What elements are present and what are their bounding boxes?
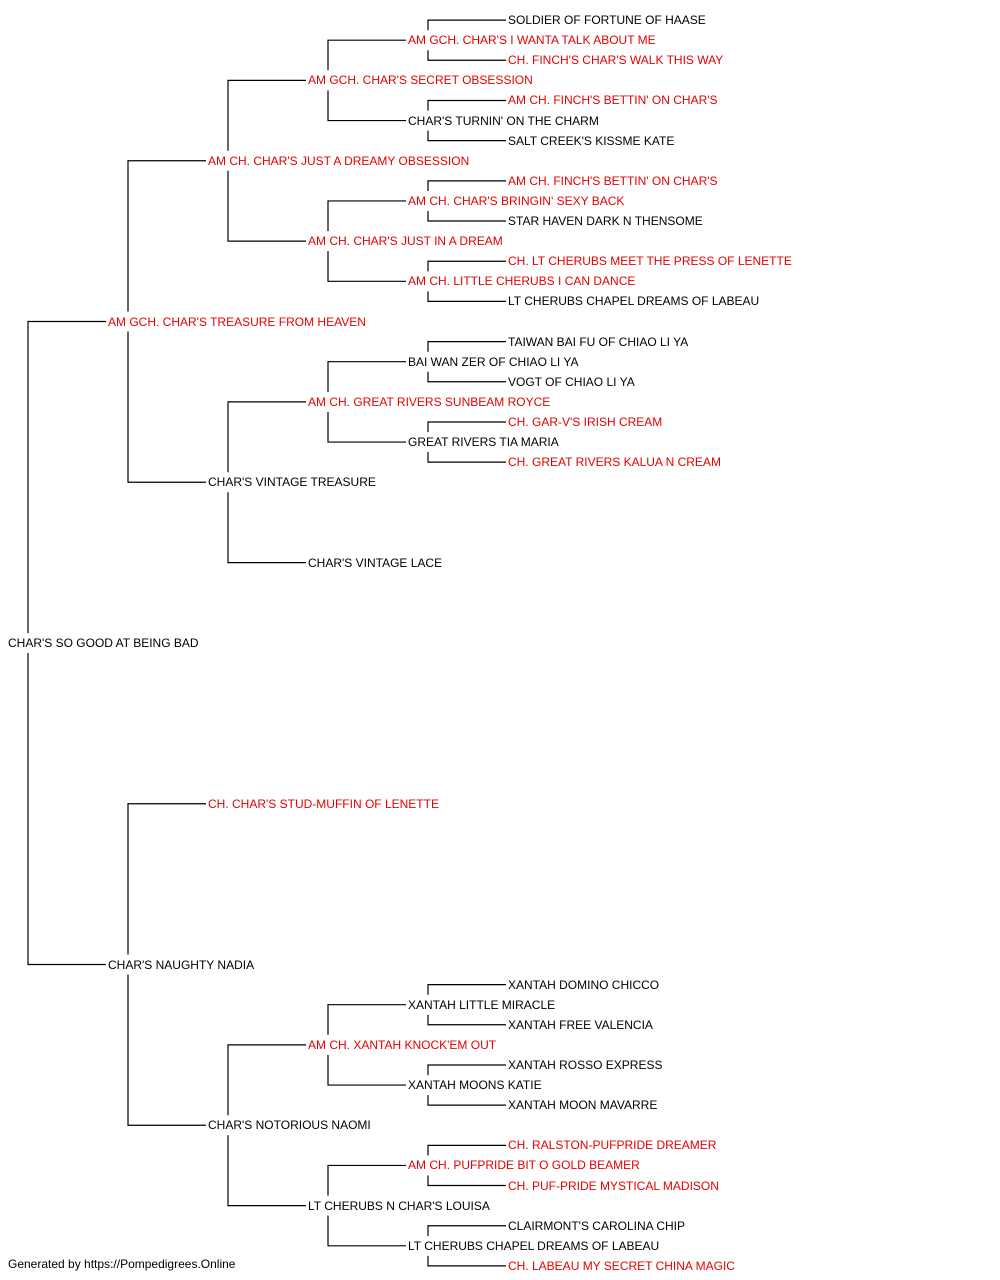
pedigree-entry-ch-lt-cherubs-meet-the-press-of-lenette: CH. LT CHERUBS MEET THE PRESS OF LENETTE: [508, 254, 794, 269]
pedigree-entry-am-ch-little-cherubs-i-can-dance: AM CH. LITTLE CHERUBS I CAN DANCE: [408, 274, 638, 289]
connector-line: [427, 421, 506, 433]
pedigree-entry-soldier-of-fortune-of-haase: SOLDIER OF FORTUNE OF HAASE: [508, 13, 708, 28]
pedigree-entry-am-ch-char-s-just-in-a-dream: AM CH. CHAR'S JUST IN A DREAM: [308, 234, 505, 249]
connector-line: [427, 452, 506, 463]
connector-line: [427, 180, 506, 191]
connector-line: [127, 160, 206, 312]
pedigree-entry-xantah-moon-mavarre: XANTAH MOON MAVARRE: [508, 1098, 660, 1113]
connector-line: [327, 39, 406, 71]
pedigree-entry-am-ch-char-s-bringin-sexy-back: AM CH. CHAR'S BRINGIN' SEXY BACK: [408, 193, 627, 208]
pedigree-entry-char-s-notorious-naomi: CHAR'S NOTORIOUS NAOMI: [208, 1118, 373, 1133]
pedigree-entry-xantah-free-valencia: XANTAH FREE VALENCIA: [508, 1017, 655, 1032]
pedigree-entry-salt-creek-s-kissme-kate: SALT CREEK'S KISSME KATE: [508, 133, 677, 148]
connector-line: [327, 90, 406, 122]
pedigree-entry-taiwan-bai-fu-of-chiao-li-ya: TAIWAN BAI FU OF CHIAO LI YA: [508, 334, 691, 349]
connector-line: [427, 371, 506, 383]
pedigree-entry-ch-finch-s-char-s-walk-this-way: CH. FINCH'S CHAR'S WALK THIS WAY: [508, 53, 726, 68]
pedigree-entry-lt-cherubs-chapel-dreams-of-labeau: LT CHERUBS CHAPEL DREAMS OF LABEAU: [408, 1238, 662, 1253]
pedigree-entry-char-s-naughty-nadia: CHAR'S NAUGHTY NADIA: [108, 957, 257, 972]
connector-line: [127, 974, 206, 1126]
pedigree-entry-great-rivers-tia-maria: GREAT RIVERS TIA MARIA: [408, 435, 561, 450]
connector-line: [327, 361, 406, 392]
pedigree-entry-clairmont-s-carolina-chip: CLAIRMONT'S CAROLINA CHIP: [508, 1218, 687, 1233]
connector-line: [427, 1095, 506, 1106]
pedigree-entry-am-ch-finch-s-bettin-on-char-s: AM CH. FINCH'S BETTIN' ON CHAR'S: [508, 173, 720, 188]
pedigree-entry-ch-great-rivers-kalua-n-cream: CH. GREAT RIVERS KALUA N CREAM: [508, 455, 723, 470]
pedigree-entry-am-ch-finch-s-bettin-on-char-s: AM CH. FINCH'S BETTIN' ON CHAR'S: [508, 93, 720, 108]
connector-line: [427, 291, 506, 303]
connector-line: [427, 130, 506, 142]
connector-line: [427, 50, 506, 61]
pedigree-entry-xantah-rosso-express: XANTAH ROSSO EXPRESS: [508, 1057, 665, 1072]
connector-line: [327, 200, 406, 232]
pedigree-entry-lt-cherubs-n-char-s-louisa: LT CHERUBS N CHAR'S LOUISA: [308, 1198, 492, 1213]
pedigree-entry-char-s-so-good-at-being-bad: CHAR'S SO GOOD AT BEING BAD: [8, 636, 201, 650]
pedigree-entry-am-ch-xantah-knock-em-out: AM CH. XANTAH KNOCK'EM OUT: [308, 1037, 499, 1052]
connector-line: [427, 19, 506, 31]
pedigree-entry-am-gch-char-s-treasure-from-heaven: AM GCH. CHAR'S TREASURE FROM HEAVEN: [108, 314, 368, 329]
connector-line: [327, 1164, 406, 1196]
connector-line: [227, 1135, 306, 1207]
pedigree-entry-am-ch-pufpride-bit-o-gold-beamer: AM CH. PUFPRIDE BIT O GOLD BEAMER: [408, 1158, 642, 1173]
connector-line: [427, 1014, 506, 1026]
connector-line: [327, 1004, 406, 1035]
connector-line: [427, 1255, 506, 1267]
pedigree-entry-ch-gar-v-s-irish-cream: CH. GAR-V'S IRISH CREAM: [508, 414, 665, 429]
connector-line: [427, 1064, 506, 1076]
connector-line: [27, 653, 106, 966]
pedigree-entry-xantah-little-miracle: XANTAH LITTLE MIRACLE: [408, 997, 558, 1012]
pedigree-entry-vogt-of-chiao-li-ya: VOGT OF CHIAO LI YA: [508, 374, 637, 389]
pedigree-entry-char-s-vintage-lace: CHAR'S VINTAGE LACE: [308, 555, 445, 570]
pedigree-entry-ch-char-s-stud-muffin-of-lenette: CH. CHAR'S STUD-MUFFIN OF LENETTE: [208, 796, 441, 811]
pedigree-entry-ch-ralston-pufpride-dreamer: CH. RALSTON-PUFPRIDE DREAMER: [508, 1138, 719, 1153]
connector-line: [327, 1215, 406, 1247]
connector-line: [227, 79, 306, 151]
connector-line: [427, 983, 506, 995]
connector-line: [327, 411, 406, 443]
connector-line: [127, 803, 206, 955]
connector-line: [27, 320, 106, 633]
connector-line: [227, 492, 306, 564]
connector-line: [427, 210, 506, 222]
pedigree-entry-xantah-domino-chicco: XANTAH DOMINO CHICCO: [508, 977, 662, 992]
connector-line: [227, 1044, 306, 1116]
connector-line: [427, 340, 506, 352]
pedigree-entry-char-s-turnin-on-the-charm: CHAR'S TURNIN' ON THE CHARM: [408, 113, 601, 128]
connector-line: [227, 170, 306, 242]
connector-line: [327, 251, 406, 282]
pedigree-entry-am-ch-char-s-just-a-dreamy-obsession: AM CH. CHAR'S JUST A DREAMY OBSESSION: [208, 153, 472, 168]
connector-line: [427, 99, 506, 111]
connector-line: [227, 401, 306, 473]
pedigree-entry-ch-labeau-my-secret-china-magic: CH. LABEAU MY SECRET CHINA MAGIC: [508, 1258, 737, 1273]
connector-line: [127, 331, 206, 483]
pedigree-entry-lt-cherubs-chapel-dreams-of-labeau: LT CHERUBS CHAPEL DREAMS OF LABEAU: [508, 294, 762, 309]
pedigree-entry-am-gch-char-s-i-wanta-talk-about-me: AM GCH. CHAR'S I WANTA TALK ABOUT ME: [408, 33, 658, 48]
pedigree-entry-star-haven-dark-n-thensome: STAR HAVEN DARK N THENSOME: [508, 214, 705, 229]
connector-line: [427, 1175, 506, 1187]
pedigree-entry-ch-puf-pride-mystical-madison: CH. PUF-PRIDE MYSTICAL MADISON: [508, 1178, 721, 1193]
pedigree-entry-bai-wan-zer-of-chiao-li-ya: BAI WAN ZER OF CHIAO LI YA: [408, 354, 581, 369]
pedigree-entry-char-s-vintage-treasure: CHAR'S VINTAGE TREASURE: [208, 475, 378, 490]
connector-line: [427, 1225, 506, 1236]
pedigree-entry-xantah-moons-katie: XANTAH MOONS KATIE: [408, 1078, 544, 1093]
connector-line: [327, 1054, 406, 1086]
footer-credit: Generated by https://Pompedigrees.Online: [8, 1257, 236, 1271]
connector-line: [427, 1144, 506, 1156]
pedigree-entry-am-ch-great-rivers-sunbeam-royce: AM CH. GREAT RIVERS SUNBEAM ROYCE: [308, 394, 553, 409]
pedigree-entry-am-gch-char-s-secret-obsession: AM GCH. CHAR'S SECRET OBSESSION: [308, 73, 535, 88]
connector-line: [427, 260, 506, 272]
